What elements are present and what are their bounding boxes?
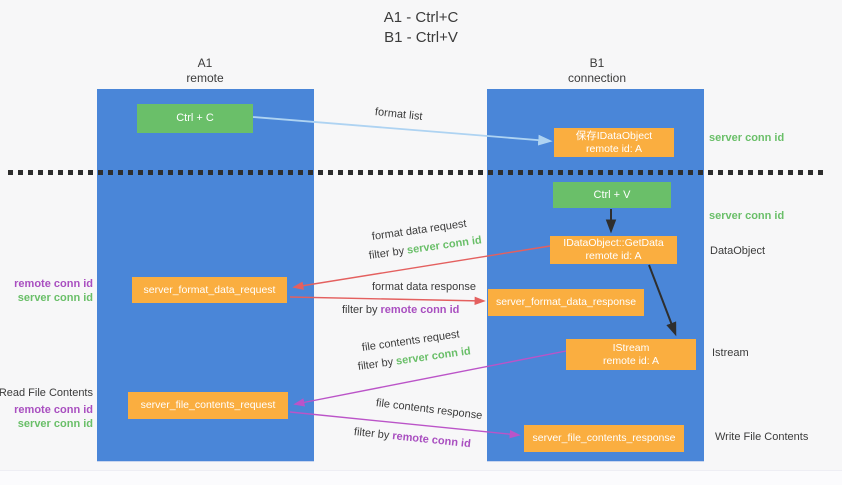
node-server-file-contents-response: server_file_contents_response bbox=[524, 425, 684, 452]
node-idataobject-getdata: IDataObject::GetData remote id: A bbox=[550, 236, 677, 264]
filter-by-prefix: filter by bbox=[342, 304, 381, 316]
node-istream-line1: IStream bbox=[612, 341, 650, 354]
lane-b1-name: B1 bbox=[589, 56, 605, 70]
node-save-idataobject: 保存IDataObject remote id: A bbox=[554, 128, 674, 157]
node-file-request-label: server_file_contents_request bbox=[140, 399, 276, 411]
annotation-server-conn-id-fmt: server conn id bbox=[17, 292, 93, 304]
arrow-format-data-request bbox=[292, 245, 551, 290]
node-save-idataobject-line1: 保存IDataObject bbox=[575, 129, 653, 142]
canvas-bottom-edge bbox=[0, 470, 842, 485]
node-file-response-label: server_file_contents_response bbox=[532, 432, 676, 444]
filter-value-remote-conn-id: remote conn id bbox=[380, 304, 460, 316]
arrow-getdata-to-istream bbox=[648, 264, 677, 337]
annotation-server-conn-id-file: server conn id bbox=[17, 418, 93, 430]
annotation-dataobject: DataObject bbox=[710, 245, 766, 257]
node-getdata-line2: remote id: A bbox=[585, 250, 642, 262]
node-server-format-data-response: server_format_data_response bbox=[488, 289, 644, 316]
node-format-response-label: server_format_data_response bbox=[495, 296, 637, 308]
node-server-format-data-request: server_format_data_request bbox=[132, 277, 287, 303]
session-divider-dotted-line bbox=[8, 170, 824, 175]
lane-a1-name: A1 bbox=[197, 56, 213, 70]
title-line-b1: B1 - Ctrl+V bbox=[384, 29, 458, 46]
arrow-file-contents-response bbox=[289, 411, 521, 439]
node-ctrl-c: Ctrl + C bbox=[137, 104, 253, 133]
diagram-title: A1 - Ctrl+C B1 - Ctrl+V bbox=[0, 8, 842, 48]
node-ctrl-v: Ctrl + V bbox=[553, 182, 671, 208]
annotation-read-file-contents: Read File Contents bbox=[0, 387, 93, 399]
annotation-remote-conn-id-file: remote conn id bbox=[14, 404, 93, 416]
arrow-format-list bbox=[252, 116, 553, 146]
annotation-server-conn-id-mid: server conn id bbox=[709, 210, 785, 222]
lane-a1-role: remote bbox=[186, 71, 224, 85]
arrow-format-data-response bbox=[289, 296, 486, 306]
node-ctrl-c-label: Ctrl + C bbox=[176, 112, 214, 124]
node-istream-line2: remote id: A bbox=[602, 354, 660, 367]
annotation-remote-conn-id-fmt: remote conn id bbox=[14, 278, 93, 290]
edge-label-format-data-response: format data response bbox=[372, 281, 476, 293]
annotation-write-file-contents: Write File Contents bbox=[715, 431, 809, 443]
lane-header-b1: B1 connection bbox=[537, 56, 657, 86]
node-ctrl-v-label: Ctrl + V bbox=[593, 188, 631, 201]
lane-b1-role: connection bbox=[567, 71, 627, 85]
node-istream: IStream remote id: A bbox=[566, 339, 696, 370]
edge-label-format-data-response-filter: filter by remote conn id bbox=[342, 304, 459, 316]
node-save-idataobject-line2: remote id: A bbox=[585, 142, 643, 155]
annotation-istream: Istream bbox=[712, 347, 749, 359]
node-getdata-line1: IDataObject::GetData bbox=[563, 237, 664, 249]
node-server-file-contents-request: server_file_contents_request bbox=[128, 392, 288, 419]
arrow-file-contents-request bbox=[293, 350, 567, 407]
lane-header-a1: A1 remote bbox=[145, 56, 265, 86]
annotation-server-conn-id-top: server conn id bbox=[709, 132, 785, 144]
node-format-request-label: server_format_data_request bbox=[143, 283, 276, 296]
title-line-a1: A1 - Ctrl+C bbox=[383, 9, 459, 26]
